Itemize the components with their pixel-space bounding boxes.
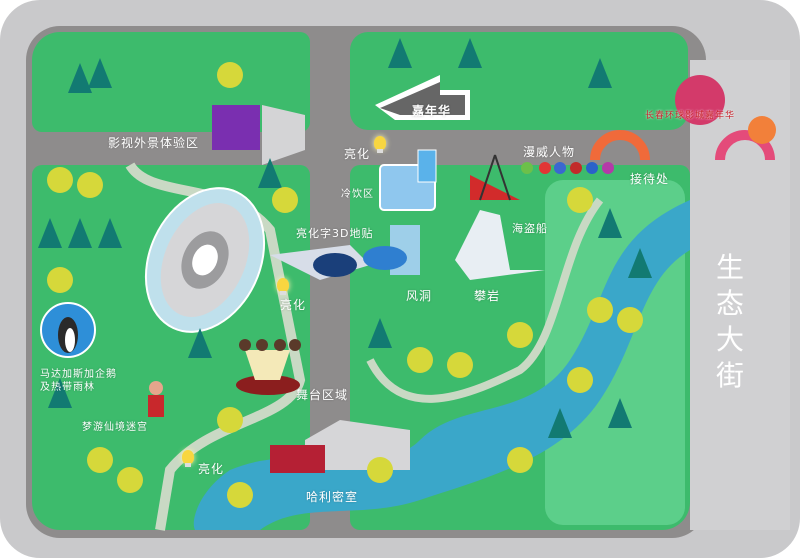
label-penguin-line1: 马达加斯加企鹅 [40, 369, 117, 380]
marvel-figures [521, 162, 614, 174]
label-climbing: 攀岩 [474, 289, 501, 303]
round-tree [367, 457, 393, 483]
round-tree [447, 352, 473, 378]
round-tree [117, 467, 143, 493]
pine-tree [368, 318, 392, 348]
street-label: 生态大街 [715, 251, 744, 392]
label-wonderland-maze: 梦游仙境迷宫 [82, 422, 148, 433]
label-penguin-line2: 及热带雨林 [40, 382, 95, 393]
pine-tree [98, 218, 122, 248]
round-tree [227, 482, 253, 508]
harry-room [270, 420, 410, 473]
pine-tree [258, 158, 282, 188]
pine-tree [388, 38, 412, 68]
entrance-arch [590, 75, 776, 161]
round-tree [587, 297, 613, 323]
pine-tree [628, 248, 652, 278]
pine-tree [188, 328, 212, 358]
label-pirate-ship: 海盗船 [512, 222, 548, 235]
arrow-sign [375, 75, 470, 120]
label-wind-tunnel: 风洞 [406, 289, 433, 303]
label-floor-3d: 亮化字3D地贴 [296, 227, 374, 240]
entrance-sign: 长春环球影城嘉年华 [645, 111, 736, 121]
round-tree [87, 447, 113, 473]
round-tree [47, 167, 73, 193]
pine-tree [598, 208, 622, 238]
label-lighting: 亮化 [344, 147, 371, 161]
wind-tunnel [363, 225, 420, 275]
round-tree [217, 62, 243, 88]
round-tree [567, 367, 593, 393]
pine-tree [68, 63, 92, 93]
round-tree [407, 347, 433, 373]
round-tree [507, 447, 533, 473]
light-bulb-icon [182, 450, 194, 467]
label-reception: 接待处 [630, 172, 670, 186]
pirate-ship [470, 154, 520, 201]
penguin-badge [40, 302, 96, 358]
observatory [144, 187, 266, 333]
round-tree [617, 307, 643, 333]
floor-3d-platform [270, 245, 370, 280]
pine-tree [608, 398, 632, 428]
cold-drink-shop [379, 149, 437, 211]
round-tree [507, 322, 533, 348]
pine-tree [48, 378, 72, 408]
path-east [366, 197, 604, 403]
label-lighting: 亮化 [280, 298, 307, 312]
pine-tree [68, 218, 92, 248]
round-tree [77, 172, 103, 198]
stage [236, 339, 301, 395]
pine-tree [588, 58, 612, 88]
label-cold-drinks: 冷饮区 [341, 189, 374, 200]
label-lighting: 亮化 [198, 462, 225, 476]
climbing-wall [455, 210, 545, 280]
round-tree [567, 187, 593, 213]
arrow-sign-text: 嘉年华 [412, 104, 452, 118]
pine-tree [458, 38, 482, 68]
label-penguin: 马达加斯加企鹅 及热带雨林 [40, 368, 117, 394]
round-tree [47, 267, 73, 293]
light-bulb-icon [277, 278, 289, 295]
pine-tree [548, 408, 572, 438]
label-film-zone: 影视外景体验区 [108, 136, 200, 150]
round-tree [272, 187, 298, 213]
label-marvel: 漫威人物 [523, 145, 576, 159]
film-building [212, 105, 305, 165]
round-tree [217, 407, 243, 433]
pine-tree [88, 58, 112, 88]
pine-tree [38, 218, 62, 248]
label-stage: 舞台区域 [296, 388, 349, 402]
label-harry-room: 哈利密室 [306, 490, 359, 504]
light-bulb-icon [374, 136, 386, 153]
rabbit-figure [148, 381, 164, 417]
path-west [125, 162, 306, 531]
